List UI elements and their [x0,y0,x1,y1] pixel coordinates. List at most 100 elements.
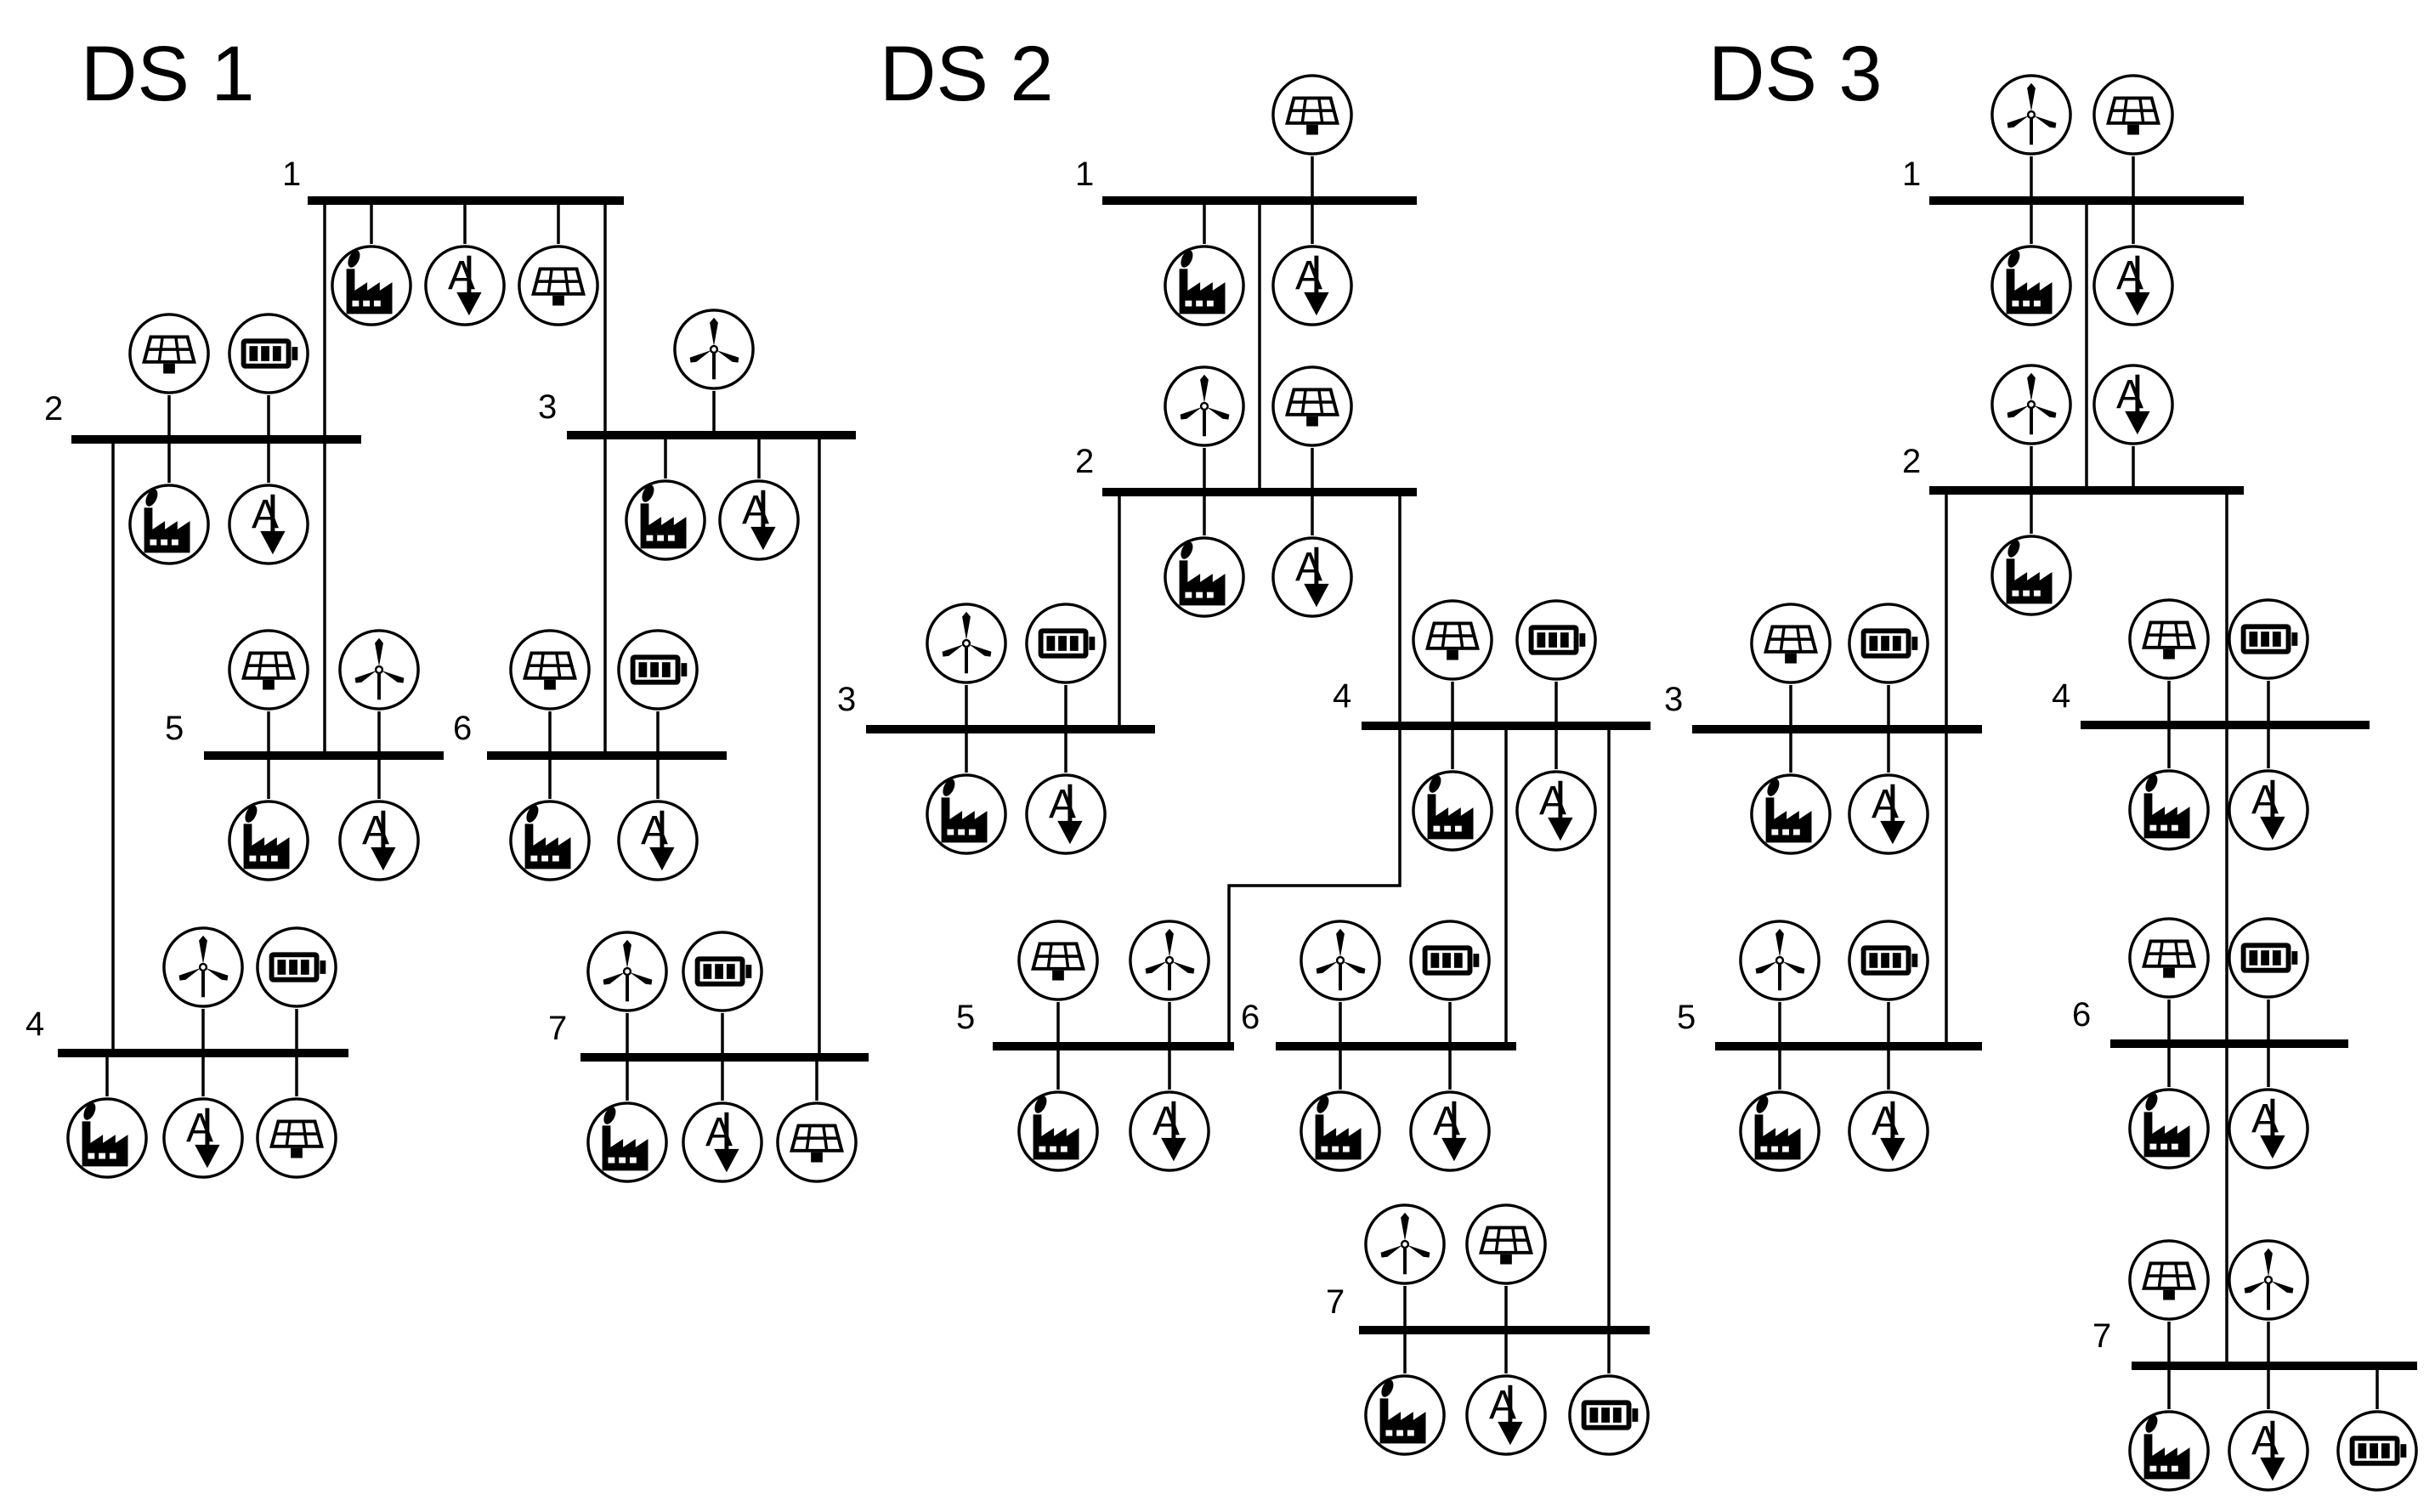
factory-icon [926,773,1007,855]
load-letter: A [1872,782,1899,827]
bus-label: 3 [1664,681,1683,718]
wind-turbine-icon [1163,365,1246,448]
bus-label: 4 [1333,677,1351,715]
battery-icon [1025,603,1107,684]
load-arrow-icon: A [1273,246,1351,325]
load-arrow-icon: A [683,1103,762,1181]
wind-turbine-icon [672,308,756,391]
load-arrow-icon: A [619,801,697,880]
bus-label: 3 [538,388,557,426]
bus-label: 1 [1075,156,1094,193]
factory-icon [2128,769,2210,851]
bus-label: 7 [548,1010,567,1047]
factory-icon [509,800,591,881]
bus-label: 5 [1677,999,1696,1036]
bus-label: 2 [1902,443,1921,480]
feeder-line [1227,492,1402,1046]
bus-label: 2 [1075,443,1094,480]
solar-panel-icon [127,312,211,395]
load-letter: A [1049,782,1076,827]
wind-turbine-icon [925,602,1008,685]
solar-panel-icon [2127,916,2211,1000]
battery-icon [1568,1374,1650,1456]
wind-turbine-icon [2227,1238,2310,1322]
wind-turbine-icon [1299,919,1382,1002]
solar-panel-icon [255,1096,338,1180]
load-letter: A [641,808,668,853]
load-arrow-icon: A [1517,772,1595,850]
wind-turbine-icon [586,930,669,1013]
system-title: DS 1 [81,31,255,117]
factory-icon [1364,1374,1446,1456]
load-letter: A [1433,1099,1460,1144]
battery-icon [2336,1410,2418,1492]
bus-label: 4 [2052,677,2070,715]
bus-3: A3 [538,308,856,561]
wind-turbine-icon [1363,1203,1447,1286]
bus-4: A4 [1333,598,1651,852]
bus-6: A6 [2072,916,2348,1168]
battery-icon [1409,920,1491,1001]
bus-4: A4 [2052,597,2370,851]
load-arrow-icon: A [1130,1092,1209,1170]
bus-3: A3 [837,602,1155,855]
load-letter: A [2116,372,2143,417]
load-letter: A [742,488,769,533]
bus-label: 5 [956,999,975,1036]
load-letter: A [362,808,389,853]
bus-label: 6 [2072,996,2091,1033]
factory-icon [2128,1410,2210,1492]
system-title: DS 2 [880,31,1054,117]
solar-panel-icon [227,628,310,711]
factory-icon [1412,770,1493,852]
factory-icon [1739,1090,1821,1172]
load-letter: A [1152,1099,1180,1144]
load-arrow-icon: A [2229,771,2308,849]
solar-panel-icon [2092,73,2175,156]
battery-icon [2228,917,2309,999]
load-letter: A [2251,1096,2279,1141]
bus-4: A4 [25,926,348,1180]
load-arrow-icon: A [340,801,418,880]
battery-icon [1848,603,1929,684]
bus-label: 7 [2092,1317,2111,1355]
bus-label: 6 [1241,999,1260,1036]
bus-1: A1 [1902,73,2244,325]
bus-7: A7 [2092,1238,2418,1492]
bus-5: A5 [1677,919,1982,1172]
bus-1: A1 [282,156,624,325]
battery-icon [2228,598,2309,680]
battery-icon [617,629,699,711]
load-arrow-icon: A [2229,1412,2308,1490]
load-letter: A [2116,253,2143,298]
wind-turbine-icon [161,926,245,1009]
bus-label: 6 [453,710,472,747]
load-letter: A [2251,778,2279,823]
bus-7: A7 [1326,1203,1650,1456]
load-letter: A [1539,779,1566,824]
solar-panel-icon [2127,1238,2211,1322]
solar-panel-icon [1016,919,1100,1002]
solar-panel-icon [775,1101,858,1184]
load-arrow-icon: A [1467,1376,1545,1454]
bus-6: A6 [1241,919,1516,1170]
bus-1: A1 [1075,73,1417,325]
bus-label: 1 [282,156,301,193]
load-arrow-icon: A [1849,775,1928,853]
battery-icon [682,931,763,1012]
battery-icon [1848,920,1929,1001]
bus-2: A2 [1902,363,2244,616]
load-arrow-icon: A [720,481,798,559]
wind-turbine-icon [1128,919,1211,1002]
solar-panel-icon [1411,598,1494,682]
load-arrow-icon: A [1273,538,1351,616]
load-letter: A [1872,1099,1899,1144]
factory-icon [1017,1090,1099,1172]
wind-turbine-icon [1990,73,2073,156]
factory-icon [625,479,706,561]
wind-turbine-icon [1990,363,2073,446]
load-letter: A [1295,545,1322,590]
load-arrow-icon: A [2094,246,2172,325]
bus-label: 4 [25,1005,44,1043]
